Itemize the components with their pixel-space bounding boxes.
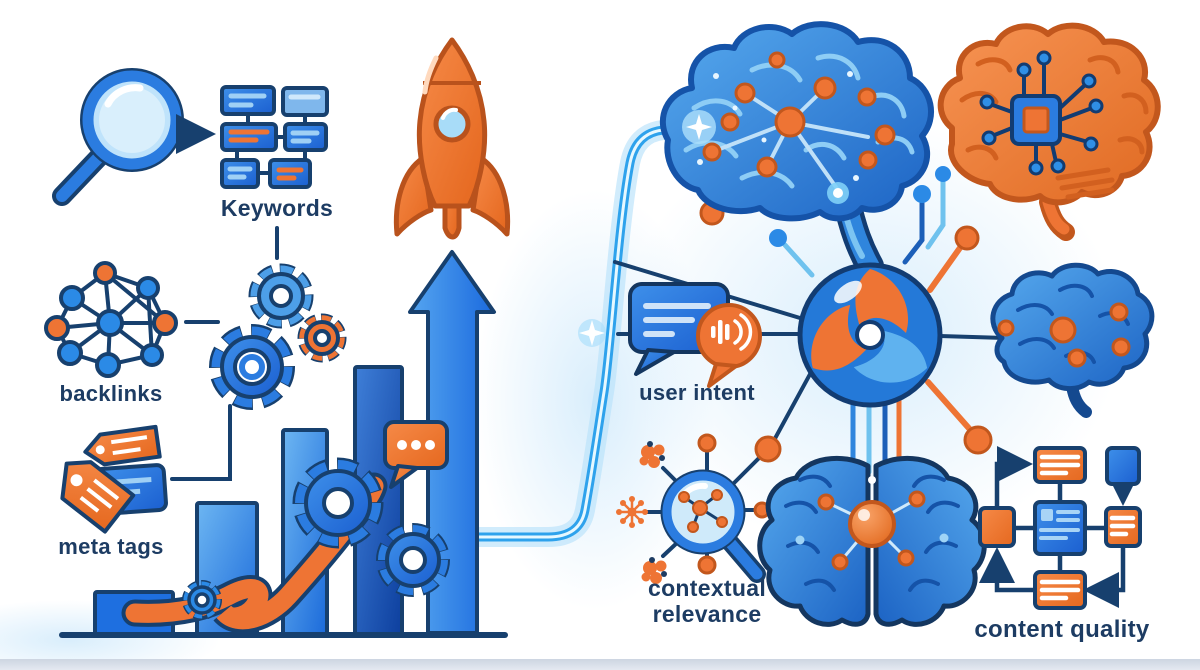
contextual-relevance-label-line2: relevance [653,601,762,627]
ai-side: user intent [613,21,1161,643]
neural-brain-icon [660,21,934,280]
voice-bubble-icon [696,303,762,388]
chat-bubbles-icon [628,282,762,388]
front-brain-icon [757,458,985,624]
backlinks-label: backlinks [60,381,163,406]
sparkle-icon [578,319,606,347]
flowchart-boxes-icon [220,85,329,189]
context-magnifier-icon [616,433,782,584]
contextual-relevance-label-line1: contextual [648,575,766,601]
rocket-icon [393,37,511,240]
content-quality-label: content quality [974,616,1150,643]
swirl-core-icon [793,262,943,408]
side-brain-icon [990,262,1155,418]
link-network-icon [44,261,178,378]
meta-tags-label: meta tags [58,534,163,559]
lens-molecule [678,489,728,533]
connector-gears-metatags [170,404,232,481]
gears-icon [209,263,347,410]
keywords-label: Keywords [221,195,333,221]
star-cluster [616,496,648,528]
user-intent-label: user intent [639,380,755,405]
molecule-cluster [639,441,667,584]
price-tags-icon [60,424,168,534]
bottom-strip [0,659,1200,670]
seo-side: Keywords backlinks [44,37,511,638]
content-flowchart-icon [978,446,1142,610]
chat-dots-bubble-icon [383,420,449,489]
chip-brain-icon [937,22,1161,241]
growth-bars-icon [59,250,508,638]
glow-pipe [456,118,705,547]
sparkle-icon [682,110,716,144]
